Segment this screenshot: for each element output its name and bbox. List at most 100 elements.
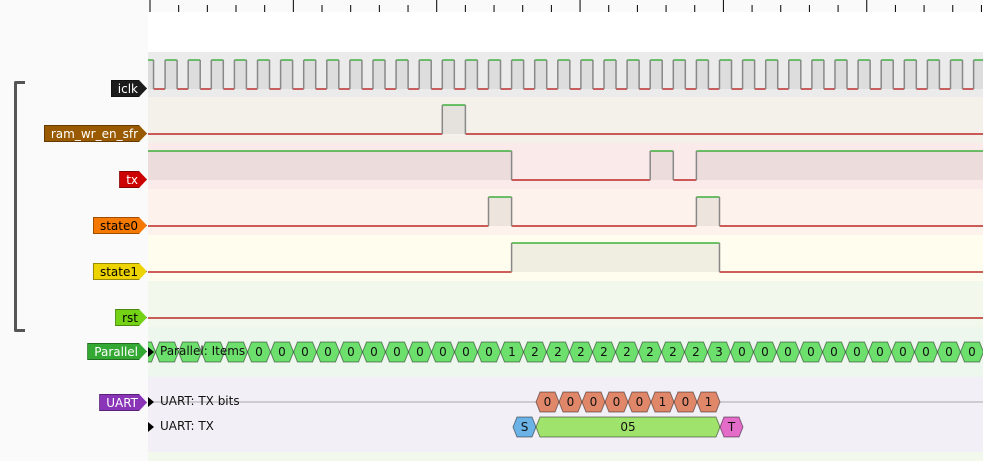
parallel-item: 0 — [784, 345, 792, 359]
high-fill — [557, 60, 570, 89]
parallel-item: 0 — [968, 345, 976, 359]
high-fill — [257, 60, 270, 89]
row-background — [148, 281, 983, 327]
decoder-label-parallel[interactable]: Parallel — [87, 343, 147, 360]
high-fill — [165, 60, 178, 89]
high-fill — [188, 60, 201, 89]
uart-bit: 1 — [659, 395, 667, 409]
high-fill — [742, 60, 755, 89]
signal-label-state1[interactable]: state1 — [93, 263, 147, 280]
parallel-item: 0 — [347, 345, 355, 359]
parallel-item: 2 — [646, 345, 654, 359]
high-fill — [904, 60, 917, 89]
signal-label-iclk[interactable]: iclk — [111, 80, 147, 97]
high-fill — [881, 60, 894, 89]
high-fill — [511, 60, 524, 89]
uart-row-background — [148, 377, 983, 452]
annotation-cell — [696, 391, 721, 413]
high-fill — [788, 60, 801, 89]
uart-bit: 0 — [613, 395, 621, 409]
uart-start-bit: S — [521, 420, 529, 434]
high-fill — [627, 60, 640, 89]
high-fill — [673, 60, 686, 89]
parallel-item: 0 — [807, 345, 815, 359]
parallel-item: 0 — [485, 345, 493, 359]
high-fill — [465, 60, 478, 89]
high-fill — [858, 60, 871, 89]
parallel-item: 2 — [531, 345, 539, 359]
high-fill — [419, 60, 432, 89]
parallel-item: 3 — [715, 345, 723, 359]
high-fill — [534, 60, 547, 89]
parallel-item: 0 — [830, 345, 838, 359]
high-fill — [148, 60, 154, 89]
high-fill — [488, 60, 501, 89]
signal-group-bracket[interactable] — [14, 81, 25, 332]
parallel-item: 0 — [370, 345, 378, 359]
decoder-label-uart[interactable]: UART — [99, 394, 147, 411]
uart-bit: 0 — [682, 395, 690, 409]
parallel-row-title: Parallel: Items — [160, 344, 246, 358]
parallel-item: 2 — [623, 345, 631, 359]
uart-tx-row-title: UART: TX — [160, 419, 214, 433]
row-background — [148, 97, 983, 143]
expand-arrow-icon[interactable] — [148, 422, 154, 432]
parallel-item: 0 — [301, 345, 309, 359]
high-fill — [973, 60, 983, 89]
uart-bit: 0 — [636, 395, 644, 409]
signal-label-ram_wr_en_sfr[interactable]: ram_wr_en_sfr — [44, 125, 147, 142]
high-fill — [650, 60, 663, 89]
uart-bit: 0 — [567, 395, 575, 409]
high-fill — [696, 151, 983, 180]
high-fill — [811, 60, 824, 89]
high-fill — [927, 60, 940, 89]
high-fill — [580, 60, 593, 89]
parallel-item: 0 — [439, 345, 447, 359]
parallel-item: 0 — [738, 345, 746, 359]
parallel-item: 2 — [692, 345, 700, 359]
parallel-item: 0 — [416, 345, 424, 359]
parallel-item: 0 — [899, 345, 907, 359]
parallel-item: 0 — [761, 345, 769, 359]
high-fill — [696, 60, 709, 89]
uart-bit: 0 — [544, 395, 552, 409]
high-fill — [211, 60, 224, 89]
high-fill — [696, 197, 720, 226]
parallel-item: 2 — [577, 345, 585, 359]
parallel-item: 0 — [462, 345, 470, 359]
high-fill — [303, 60, 316, 89]
high-fill — [349, 60, 362, 89]
high-fill — [442, 60, 455, 89]
uart-data-byte: 05 — [620, 420, 635, 434]
high-fill — [234, 60, 247, 89]
ruler-ticks — [149, 0, 982, 12]
expand-arrow-icon[interactable] — [148, 347, 154, 357]
annotation-cell — [719, 416, 744, 438]
high-fill — [604, 60, 617, 89]
time-ruler[interactable] — [148, 0, 983, 12]
uart-stop-bit: T — [727, 420, 736, 434]
high-fill — [835, 60, 848, 89]
signal-label-tx[interactable]: tx — [119, 171, 147, 188]
high-fill — [950, 60, 963, 89]
uart-bit: 1 — [705, 395, 713, 409]
row-background — [148, 189, 983, 235]
parallel-item: 0 — [324, 345, 332, 359]
high-fill — [280, 60, 293, 89]
high-fill — [148, 151, 512, 180]
parallel-item: 0 — [278, 345, 286, 359]
uart-bit: 0 — [590, 395, 598, 409]
expand-arrow-icon[interactable] — [148, 397, 154, 407]
parallel-item: 0 — [853, 345, 861, 359]
signal-label-rst[interactable]: rst — [115, 309, 147, 326]
signal-label-state0[interactable]: state0 — [93, 217, 147, 234]
high-fill — [719, 60, 732, 89]
uart-bits-row-title: UART: TX bits — [160, 394, 240, 408]
parallel-item: 1 — [508, 345, 516, 359]
parallel-item: 0 — [876, 345, 884, 359]
parallel-item: 0 — [945, 345, 953, 359]
high-fill — [488, 197, 512, 226]
annotation-cell — [959, 341, 983, 363]
